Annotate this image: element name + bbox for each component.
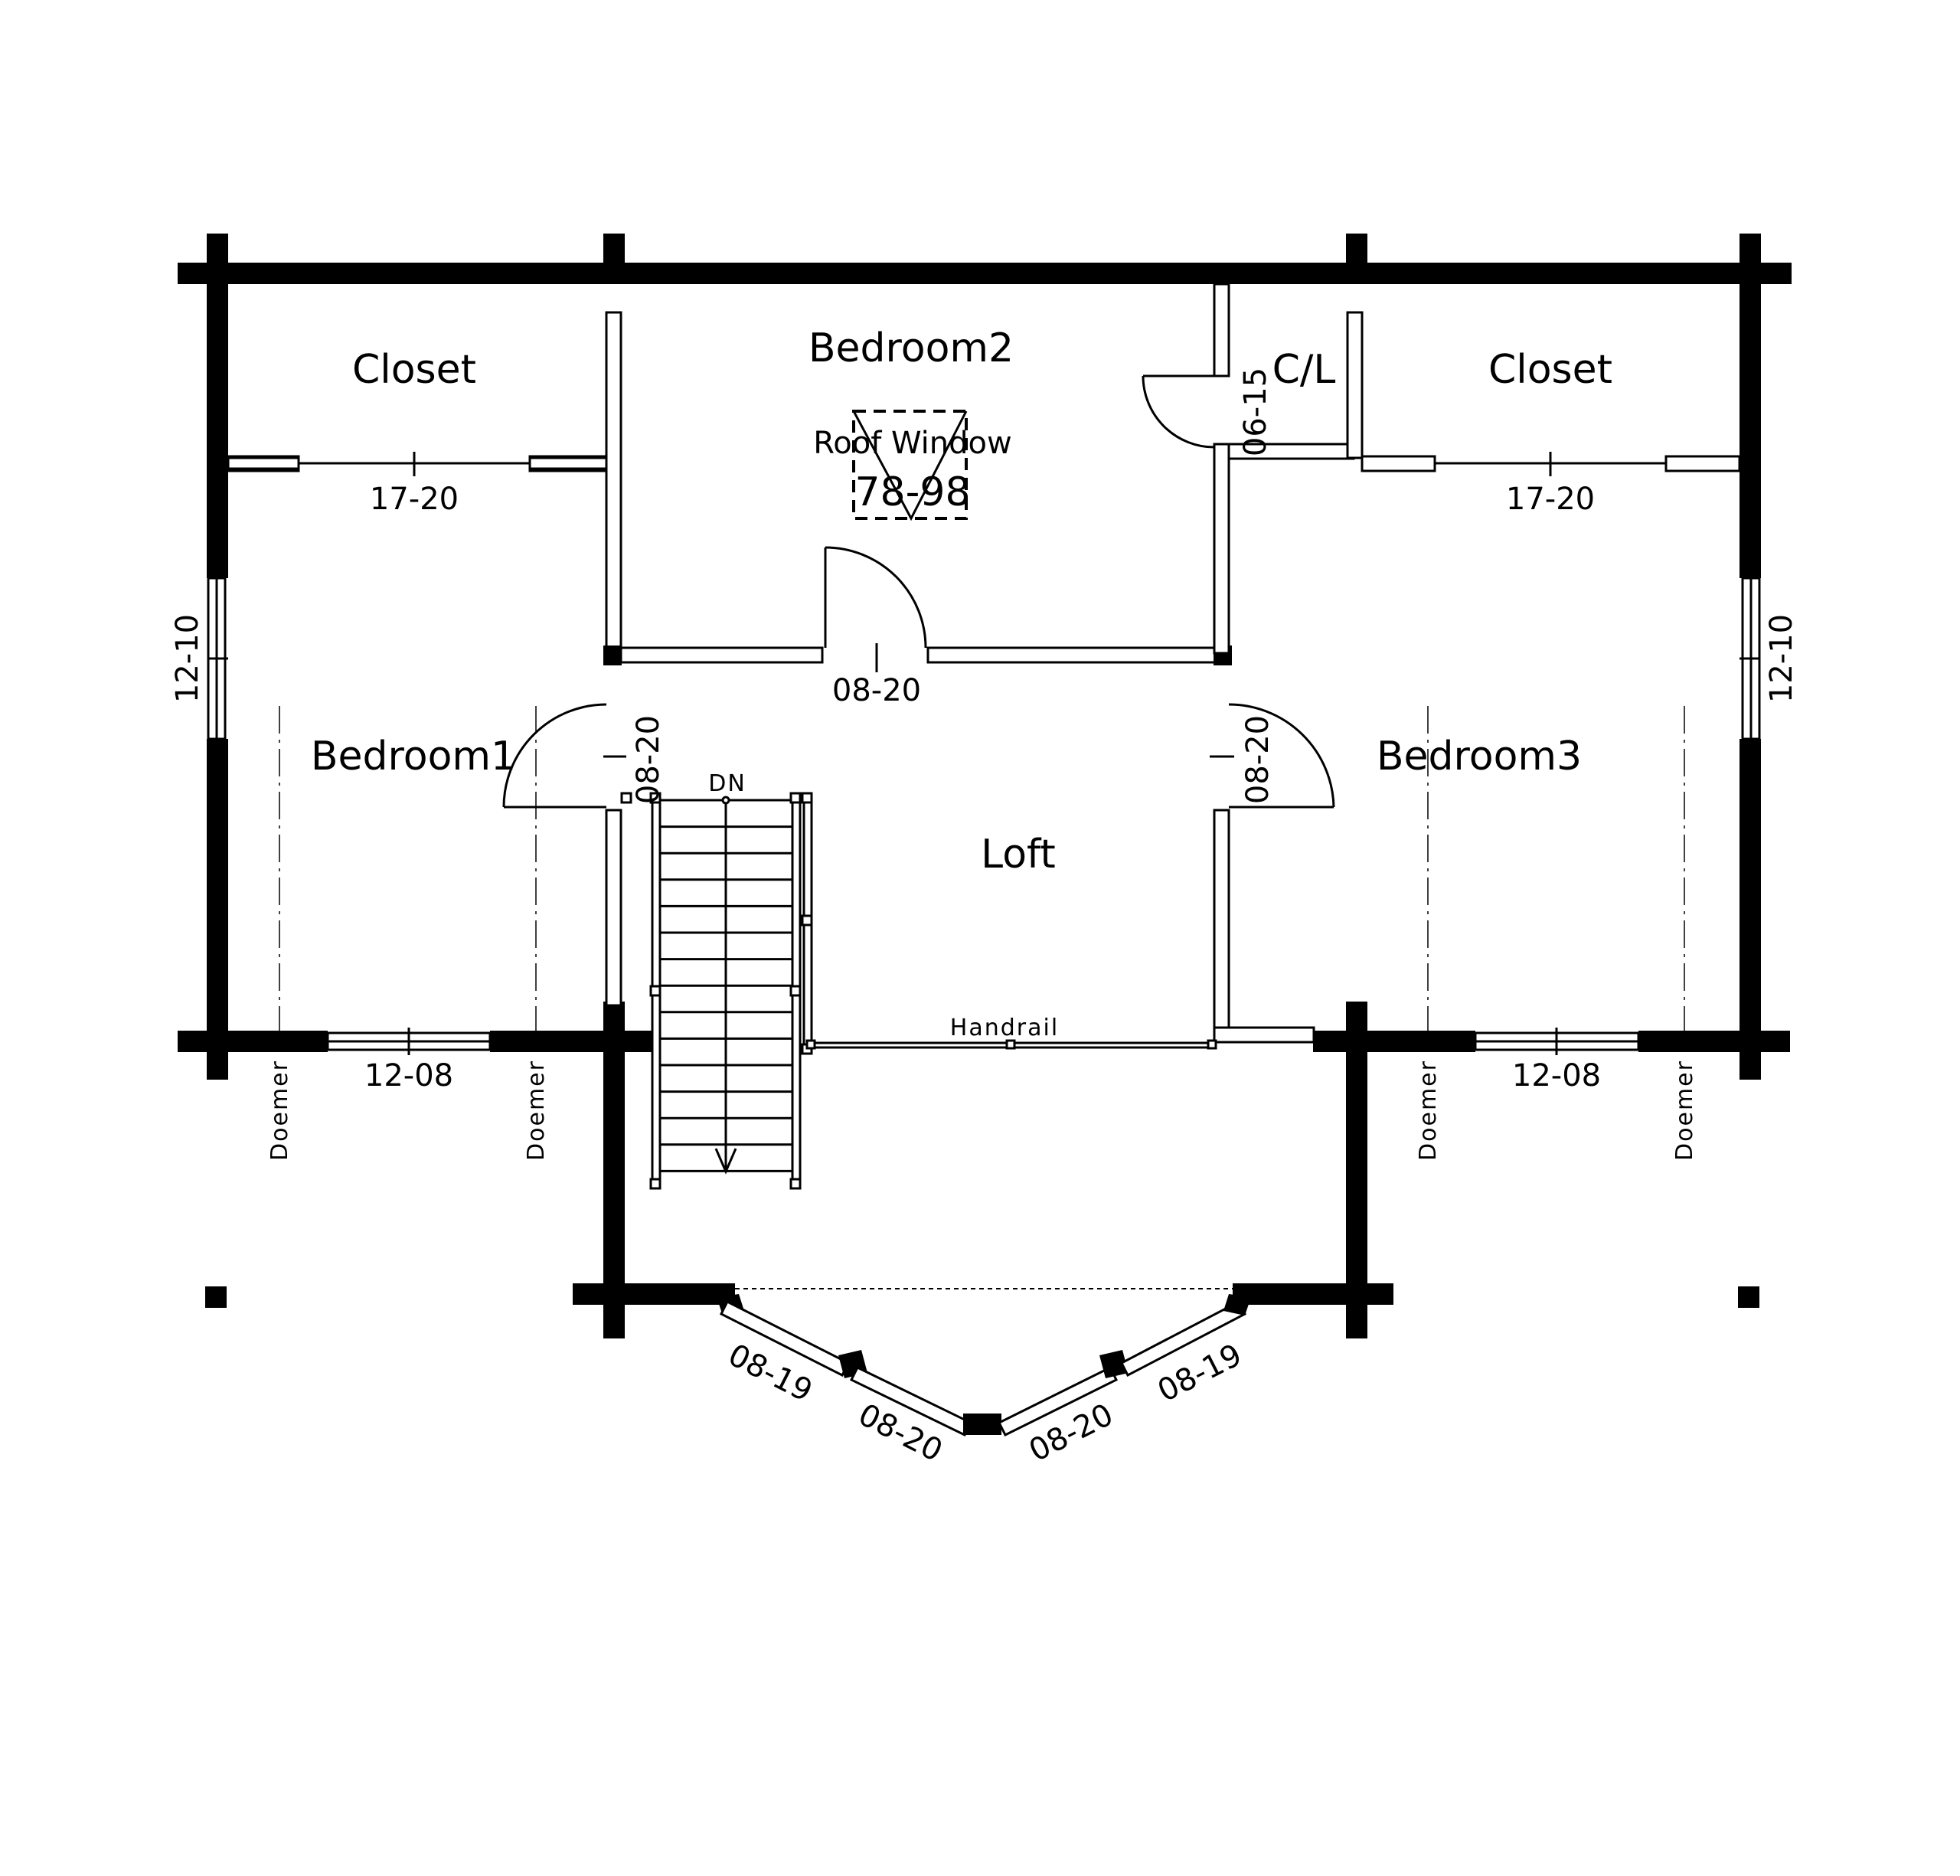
handrail-label: Handrail (950, 1015, 1059, 1041)
rail-post (649, 1178, 662, 1190)
room-labels: Closet Bedroom2 C/L Closet Bedroom1 Loft… (311, 325, 1612, 878)
rail-post (620, 792, 632, 804)
closet-right-door-size: 17-20 (1506, 482, 1595, 517)
rail-post (789, 985, 802, 997)
rail-post (649, 792, 662, 804)
closet-left-label: Closet (352, 347, 476, 393)
left-window-size: 12-10 (170, 614, 205, 703)
dormer-label: Doemer (523, 1060, 550, 1161)
staircase (620, 792, 813, 1190)
doors (227, 374, 1666, 809)
annotation-labels: Roof Window 78-98 DN Handrail Doemer Doe… (266, 426, 1698, 1161)
rail-post (789, 792, 802, 804)
roof-window-size: 78-98 (854, 469, 970, 515)
roof-window-label: Roof Window (813, 426, 1011, 461)
bedroom2-label: Bedroom2 (808, 325, 1014, 371)
rail-post (649, 985, 662, 997)
rail-post (801, 792, 813, 804)
rail-post (801, 914, 813, 927)
roof-window (852, 410, 968, 521)
dn-label: DN (708, 770, 746, 797)
dormer-label: Doemer (1671, 1060, 1698, 1161)
bay-window (717, 1294, 1251, 1437)
loft-label: Loft (981, 832, 1056, 878)
dimension-labels: 17-20 17-20 12-10 12-10 08-20 08-20 08-2… (170, 368, 1799, 1469)
interior-walls (227, 283, 1741, 1044)
closet-right-label: Closet (1488, 347, 1612, 393)
dormer-label: Doemer (1415, 1060, 1442, 1161)
cl-label: C/L (1272, 347, 1336, 393)
bedroom1-door-size: 08-20 (631, 715, 666, 804)
dormer-lines (279, 706, 1685, 1031)
bedroom1-label: Bedroom1 (311, 734, 516, 779)
dormer-label: Doemer (266, 1060, 293, 1161)
windows (207, 577, 1761, 1437)
bedroom1-window-size: 12-08 (364, 1058, 453, 1093)
closet-left-door-size: 17-20 (370, 482, 459, 517)
bedroom2-door-size: 08-20 (832, 673, 921, 708)
bedroom3-label: Bedroom3 (1377, 734, 1582, 779)
bedroom3-door-size: 08-20 (1240, 715, 1276, 804)
cl-door-size: 06-15 (1238, 368, 1273, 456)
rail-post (789, 1178, 802, 1190)
bedroom3-window-size: 12-08 (1512, 1058, 1601, 1093)
right-window-size: 12-10 (1764, 614, 1799, 703)
exterior-walls (178, 234, 1792, 1338)
handrail (805, 1039, 1217, 1050)
